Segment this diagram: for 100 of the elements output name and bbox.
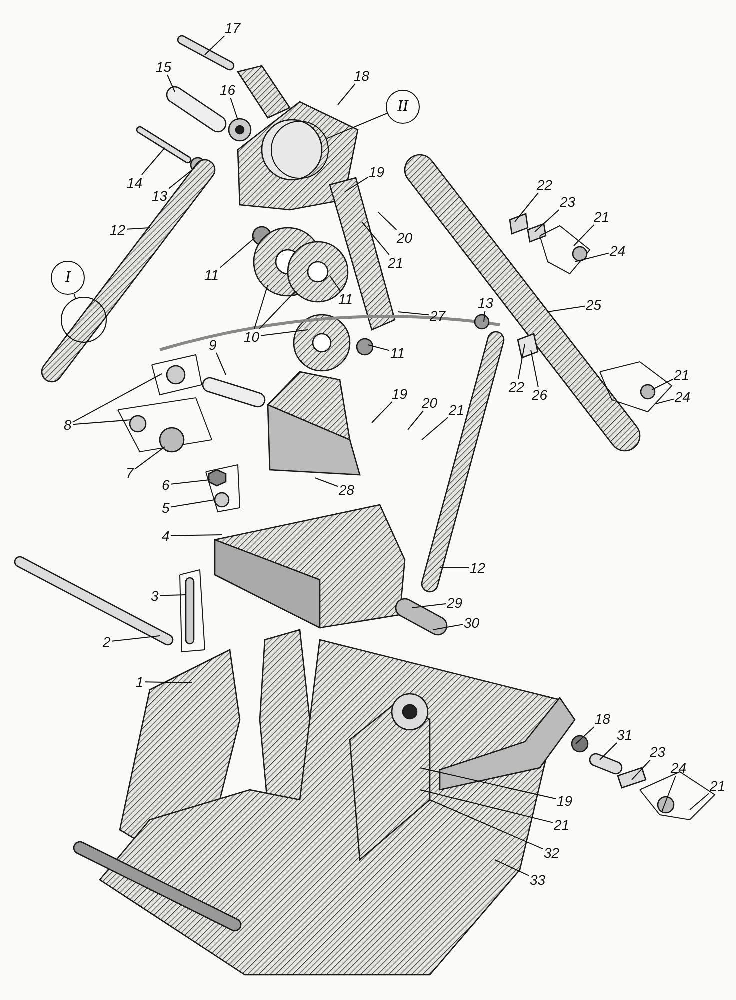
- leader-line: [378, 212, 398, 230]
- callout-number: 7: [125, 465, 135, 481]
- leader-line: [170, 534, 222, 536]
- leader-line: [160, 594, 186, 596]
- leader-line: [141, 148, 166, 176]
- callout-number: 24: [674, 389, 692, 405]
- leader-line: [574, 224, 595, 246]
- callout-number: 25: [585, 297, 603, 313]
- leader-line: [548, 306, 586, 312]
- leader-line: [74, 293, 76, 299]
- leader-line: [430, 800, 544, 850]
- leader-line: [259, 292, 296, 330]
- callout-number: 2: [102, 634, 112, 650]
- leader-line: [690, 793, 710, 810]
- detail-area-circle: [61, 297, 107, 343]
- leader-line: [412, 604, 446, 608]
- leader-line: [254, 284, 268, 330]
- callout-number: 27: [429, 308, 447, 324]
- leader-line: [484, 310, 486, 322]
- callout-number: 21: [387, 255, 405, 271]
- callout-number: 24: [670, 760, 688, 776]
- leader-line: [230, 98, 238, 120]
- callout-number: 9: [208, 337, 218, 353]
- callout-number: 18: [353, 68, 371, 84]
- leader-line: [662, 776, 676, 812]
- leader-line: [432, 624, 464, 630]
- leader-line: [170, 480, 210, 485]
- callout-number: 19: [368, 164, 386, 180]
- leader-line: [260, 330, 308, 336]
- detail-area-circle: [271, 121, 329, 179]
- leader-line: [170, 500, 216, 508]
- leader-line: [530, 350, 539, 388]
- callout-number: 21: [553, 817, 571, 833]
- leader-line: [576, 726, 595, 744]
- callout-number: 21: [709, 778, 727, 794]
- callout-number: 12: [469, 560, 487, 576]
- leader-line: [314, 478, 338, 488]
- leader-line: [126, 228, 150, 230]
- callout-number: 20: [396, 230, 414, 246]
- leader-line: [422, 417, 448, 440]
- leader-line: [326, 113, 388, 140]
- callout-number: 15: [155, 59, 173, 75]
- leader-line: [420, 768, 556, 800]
- callout-number: 19: [556, 793, 574, 809]
- callout-number: 24: [609, 243, 627, 259]
- leader-line: [330, 276, 341, 292]
- callout-number: 4: [161, 528, 171, 544]
- callout-number: 33: [529, 872, 547, 888]
- leader-line: [514, 192, 539, 222]
- callout-number: 21: [673, 367, 691, 383]
- leader-line: [216, 352, 226, 376]
- callout-number: 1: [135, 674, 145, 690]
- callout-number: 21: [448, 402, 466, 418]
- callout-number: 19: [391, 386, 409, 402]
- callout-number: 13: [151, 188, 169, 204]
- callout-number: 12: [109, 222, 127, 238]
- leader-line: [167, 74, 176, 92]
- callout-number: 11: [204, 267, 220, 283]
- leader-line: [600, 742, 618, 760]
- leader-line: [518, 344, 526, 380]
- callout-number: 13: [477, 295, 495, 311]
- leader-line: [534, 210, 560, 232]
- callout-number: 11: [338, 291, 354, 307]
- leader-line: [112, 636, 160, 642]
- callout-number: 21: [593, 209, 611, 225]
- callout-number: 14: [126, 175, 144, 191]
- leader-line: [220, 238, 256, 268]
- callout-number: 3: [150, 588, 160, 604]
- callout-number: 26: [531, 387, 549, 403]
- callout-number: 18: [594, 711, 612, 727]
- callout-number: 28: [338, 482, 356, 498]
- leader-line: [144, 682, 192, 684]
- detail-view-marker: I: [51, 261, 85, 295]
- leader-line: [72, 420, 132, 426]
- leader-line: [204, 36, 226, 56]
- leader-line: [72, 374, 162, 423]
- callout-number: 22: [508, 379, 526, 395]
- leader-line: [652, 379, 674, 390]
- leader-line: [408, 410, 424, 430]
- callout-number: 10: [243, 329, 261, 345]
- callout-number: 8: [63, 417, 73, 433]
- callout-number: 23: [559, 194, 577, 210]
- callout-number: 20: [421, 395, 439, 411]
- callout-number: 6: [161, 477, 171, 493]
- leader-line: [420, 790, 554, 824]
- callout-number: 30: [463, 615, 481, 631]
- callout-number: 11: [390, 345, 406, 361]
- leader-line: [372, 402, 393, 424]
- leader-line: [574, 252, 610, 262]
- leader-line: [368, 344, 390, 352]
- leader-line: [338, 84, 356, 106]
- callout-number: 5: [161, 500, 171, 516]
- callout-number: 16: [219, 82, 237, 98]
- leader-line: [362, 222, 390, 256]
- leader-line: [168, 168, 196, 190]
- callout-number: 32: [543, 845, 561, 861]
- callout-number: 29: [446, 595, 464, 611]
- callout-number: 31: [616, 727, 634, 743]
- leader-line: [398, 312, 430, 316]
- detail-view-marker: II: [386, 90, 420, 124]
